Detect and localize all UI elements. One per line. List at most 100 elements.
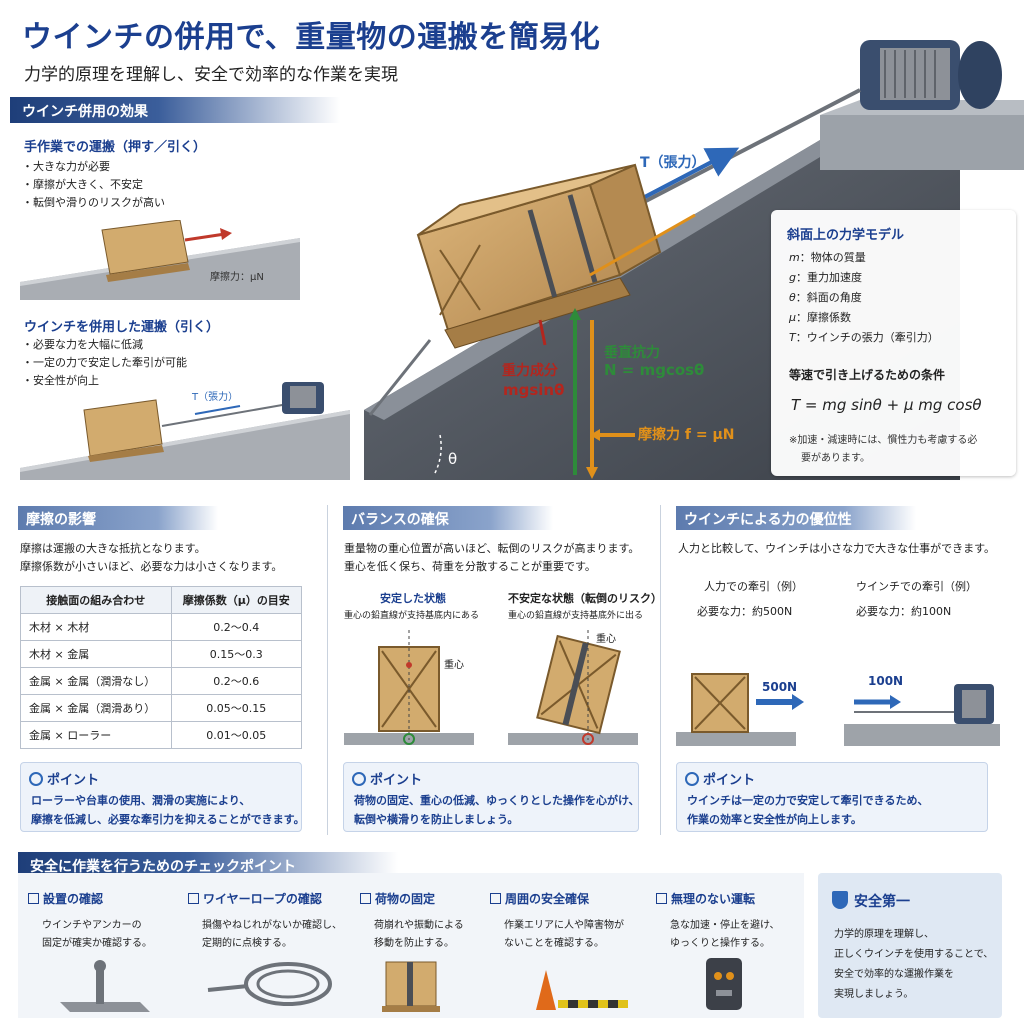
advantage-point-title: ポイント xyxy=(685,769,755,788)
advantage-section-title: ウインチによる力の優位性 xyxy=(676,506,916,530)
checkbox-icon xyxy=(490,893,501,904)
advantage-point-text: ウインチは一定の力で安定して牽引できるため、作業の効率と安全性が向上します。 xyxy=(687,794,929,826)
manual-list: 大きな力が必要 摩擦が大きく、不安定 転倒や滑りのリスクが高い xyxy=(22,158,165,212)
model-variable: μ：摩擦係数 xyxy=(789,311,851,324)
friction-point-text: ローラーや台車の使用、潤滑の実施により、摩擦を低減し、必要な牽引力を抑えることが… xyxy=(31,794,305,826)
manual-pull-force: 必要な力：約500N xyxy=(697,605,793,618)
manual-pull-title: 人力での牽引（例） xyxy=(704,580,803,593)
traffic-cone-icon xyxy=(536,970,628,1010)
tension-label: T（張力） xyxy=(640,155,706,171)
balance-text-2: 重心を低く保ち、荷重を分散することが重要です。 xyxy=(344,560,596,573)
friction-text-1: 摩擦は運搬の大きな抵抗となります。 xyxy=(20,542,206,555)
normal-force-formula: N = mgcosθ xyxy=(604,361,705,379)
model-variable: m：物体の質量 xyxy=(789,251,866,264)
normal-force-label: 垂直抗力 xyxy=(604,345,660,361)
section-divider xyxy=(327,505,328,835)
friction-point-box: ポイント ローラーや台車の使用、潤滑の実施により、摩擦を低減し、必要な牽引力を抑… xyxy=(20,762,305,832)
balance-point-text: 荷物の固定、重心の低減、ゆっくりとした操作を心がけ、転倒や横滑りを防止しましょう… xyxy=(354,794,640,826)
checklist-item-surroundings: 周囲の安全確保 作業エリアに人や障害物が ないことを確認する。 xyxy=(490,890,640,953)
balance-section-title: バランスの確保 xyxy=(343,506,553,530)
balance-point-title: ポイント xyxy=(352,769,422,788)
advantage-illustration xyxy=(676,673,1000,746)
advantage-point-box: ポイント ウインチは一定の力で安定して牽引できるため、作業の効率と安全性が向上し… xyxy=(676,762,988,832)
manual-force-arrow-label: 500N xyxy=(762,680,798,694)
effects-band: ウインチ併用の効果 xyxy=(10,97,340,123)
safety-first-text: 力学的原理を理解し、 正しくウインチを使用することで、 安全で効率的な運搬作業を… xyxy=(834,929,994,1000)
balance-illustration xyxy=(344,630,638,745)
model-variable: θ：斜面の角度 xyxy=(789,291,862,304)
model-equation: T = mg sinθ + μ mg cosθ xyxy=(791,396,982,414)
angle-label: θ xyxy=(448,450,458,468)
checkbox-icon xyxy=(656,893,667,904)
winch-base xyxy=(820,115,1024,170)
unstable-title: 不安定な状態（転倒のリスク） xyxy=(508,592,662,605)
manual-friction-label: 摩擦力：μN xyxy=(210,272,264,283)
table-row: 金属 × 金属（潤滑あり）0.05〜0.15 xyxy=(20,694,303,722)
safety-first-box: 安全第一 力学的原理を理解し、 正しくウインチを使用することで、 安全で効率的な… xyxy=(818,873,1002,1018)
model-variable: g：重力加速度 xyxy=(789,271,862,284)
winch-tension-label: T（張力） xyxy=(192,392,239,403)
friction-point-title: ポイント xyxy=(29,769,99,788)
section-divider xyxy=(660,505,661,835)
crate-on-slope xyxy=(416,163,662,349)
anchor-icon xyxy=(60,960,150,1012)
gravity-component-formula: mgsinθ xyxy=(503,381,565,399)
gravity-component-arrow xyxy=(538,319,547,346)
model-variable: T：ウインチの張力（牽引力） xyxy=(789,331,939,344)
winch-list: 必要な力を大幅に低減 一定の力で安定した牽引が可能 安全性が向上 xyxy=(22,336,187,390)
gravity-component-label: 重力成分 xyxy=(502,363,558,379)
wire-rope-icon xyxy=(207,962,332,1006)
winch-illustration xyxy=(20,382,350,480)
page-subtitle: 力学的原理を理解し、安全で効率的な作業を実現 xyxy=(24,65,398,85)
secured-crate-icon xyxy=(382,961,440,1012)
shield-icon xyxy=(832,891,848,909)
manual-illustration xyxy=(20,220,300,300)
model-variables: m：物体の質量 g：重力加速度 θ：斜面の角度 μ：摩擦係数 T：ウインチの張力… xyxy=(789,248,939,348)
list-item: 転倒や滑りのリスクが高い xyxy=(22,194,165,212)
checkbox-icon xyxy=(28,893,39,904)
angle-arc xyxy=(433,434,442,476)
winch-force-arrow-label: 100N xyxy=(868,674,904,688)
friction-arrow xyxy=(589,213,696,277)
lightbulb-icon xyxy=(352,772,366,786)
friction-label: 摩擦力 f = μN xyxy=(638,427,735,443)
checkbox-icon xyxy=(188,893,199,904)
balance-text-1: 重量物の重心位置が高いほど、転倒のリスクが高まります。 xyxy=(344,542,640,555)
list-item: 摩擦が大きく、不安定 xyxy=(22,176,165,194)
list-item: 安全性が向上 xyxy=(22,372,187,390)
unstable-desc: 重心の鉛直線が支持基底外に出る xyxy=(508,611,644,621)
friction-text-2: 摩擦係数が小さいほど、必要な力は小さくなります。 xyxy=(20,560,283,573)
cog-label: 重心 xyxy=(444,660,464,671)
checklist-item-operation: 無理のない運転 急な加速・停止を避け、 ゆっくりと操作する。 xyxy=(656,890,796,953)
control-pendant-icon xyxy=(706,958,742,1010)
manual-heading: 手作業での運搬（押す／引く） xyxy=(24,140,207,155)
checklist-illustrations xyxy=(60,958,742,1012)
table-row: 金属 × 金属（潤滑なし）0.2〜0.6 xyxy=(20,667,303,695)
advantage-text-1: 人力と比較して、ウインチは小さな力で大きな仕事ができます。 xyxy=(678,542,996,555)
checkbox-icon xyxy=(360,893,371,904)
checklist-item-wire-rope: ワイヤーロープの確認 損傷やねじれがないか確認し、 定期的に点検する。 xyxy=(188,890,348,953)
stable-desc: 重心の鉛直線が支持基底内にある xyxy=(344,611,480,621)
lightbulb-icon xyxy=(685,772,699,786)
winch-heading: ウインチを併用した運搬（引く） xyxy=(24,320,220,335)
checklist-item-installation: 設置の確認 ウインチやアンカーの 固定が確実か確認する。 xyxy=(28,890,178,953)
winch-pull-title: ウインチでの牽引（例） xyxy=(856,580,977,593)
lightbulb-icon xyxy=(29,772,43,786)
model-note: ※加速・減速時には、慣性力も考慮する必 要があります。 xyxy=(789,435,978,464)
model-title: 斜面上の力学モデル xyxy=(787,228,905,243)
list-item: 必要な力を大幅に低減 xyxy=(22,336,187,354)
table-header: 摩擦係数（μ）の目安 xyxy=(170,586,303,614)
winch-pull-force: 必要な力：約100N xyxy=(856,605,952,618)
stable-title: 安定した状態 xyxy=(380,592,446,605)
page-title: ウインチの併用で、重量物の運搬を簡易化 xyxy=(22,20,601,55)
model-condition-title: 等速で引き上げるための条件 xyxy=(789,368,946,382)
list-item: 一定の力で安定した牽引が可能 xyxy=(22,354,187,372)
mechanics-model-box: 斜面上の力学モデル m：物体の質量 g：重力加速度 θ：斜面の角度 μ：摩擦係数… xyxy=(771,210,1016,476)
list-item: 大きな力が必要 xyxy=(22,158,165,176)
checklist-item-load-securing: 荷物の固定 荷崩れや振動による 移動を防止する。 xyxy=(360,890,490,953)
winch-machine xyxy=(860,40,1002,110)
balance-point-box: ポイント 荷物の固定、重心の低減、ゆっくりとした操作を心がけ、転倒や横滑りを防止… xyxy=(343,762,639,832)
